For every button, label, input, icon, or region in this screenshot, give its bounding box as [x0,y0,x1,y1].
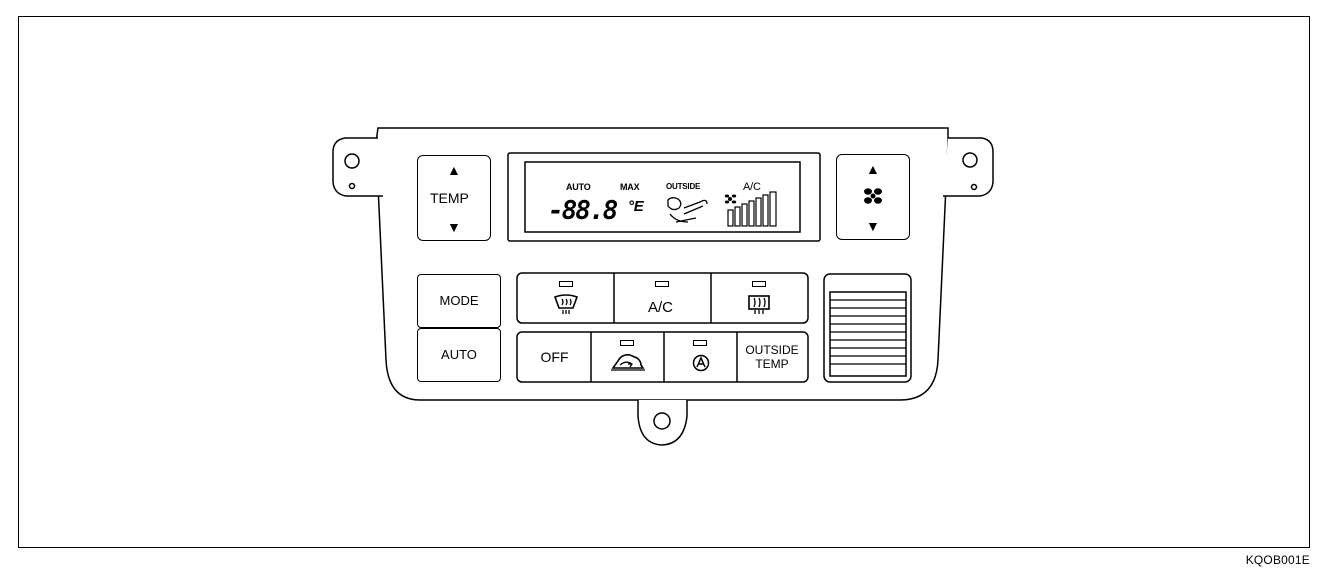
outside-temp-button[interactable]: OUTSIDE TEMP [738,334,806,380]
rear-defrost-led [752,281,766,287]
ac-led [655,281,669,287]
ac-button-label: A/C [648,299,674,316]
outside-temp-label-line2: TEMP [755,357,789,371]
recirculation-icon [611,354,645,371]
ac-button[interactable]: A/C [615,275,710,321]
fan-control[interactable] [836,154,910,240]
front-defrost-button[interactable] [519,275,613,321]
front-defrost-icon [553,294,579,314]
fan-up-button[interactable]: ▲ [866,161,880,177]
rear-defrost-icon [748,295,770,314]
diagram-frame [18,16,1310,548]
fan-down-button[interactable]: ▼ [866,218,880,234]
lcd-temperature-unit: °E [628,198,644,215]
lcd-max-indicator: MAX [620,182,640,192]
lcd-temperature-digits: -88.8 [548,196,618,226]
fan-icon [864,188,882,204]
rear-defrost-button[interactable] [712,275,806,321]
outside-temp-label-line1: OUTSIDE [745,343,799,357]
auto-button[interactable]: AUTO [417,328,501,382]
temp-up-button[interactable]: ▲ [447,162,461,178]
recirculation-led [620,340,634,346]
temp-control[interactable] [417,155,491,241]
auto-mode-button[interactable] [665,334,736,380]
off-button[interactable]: OFF [540,349,569,365]
mode-button[interactable]: MODE [417,274,501,328]
recirculation-button[interactable] [592,334,663,380]
auto-a-icon [692,354,710,372]
temp-label: TEMP [430,190,469,206]
lcd-ac-indicator: A/C [743,181,761,193]
auto-mode-led [693,340,707,346]
temp-down-button[interactable]: ▼ [447,219,461,235]
lcd-auto-indicator: AUTO [566,182,591,192]
front-defrost-led [559,281,573,287]
diagram-code: KQOB001E [1245,553,1310,567]
lcd-outside-indicator: OUTSIDE [666,182,701,191]
